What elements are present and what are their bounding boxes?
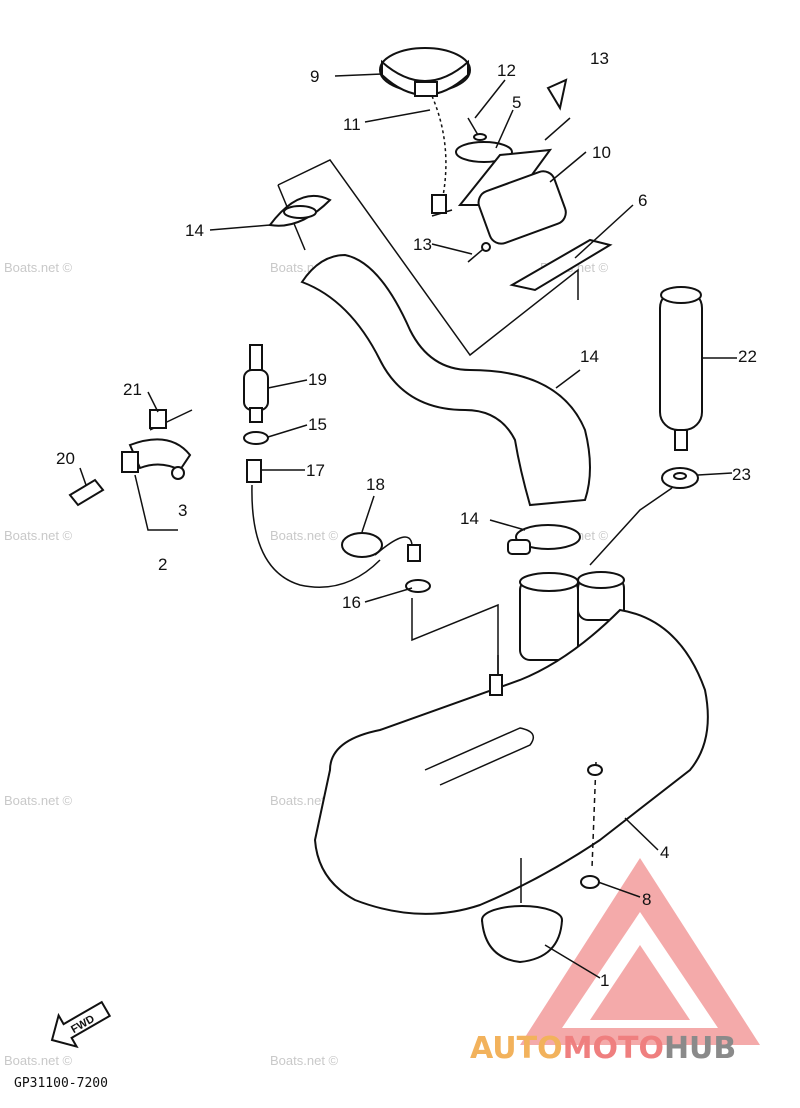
callout-5: 9 bbox=[310, 67, 319, 86]
clip-14-lower bbox=[405, 579, 431, 593]
tank-vent-fitting bbox=[577, 571, 625, 621]
tank-filler-pipe bbox=[519, 572, 579, 661]
callout-8: 12 bbox=[497, 61, 516, 80]
tank-recess bbox=[424, 727, 535, 786]
filler-hose bbox=[300, 253, 591, 507]
callout-9: 13 bbox=[413, 235, 432, 254]
callout-23: 23 bbox=[732, 465, 751, 484]
callout-14-lower: 16 bbox=[342, 593, 361, 612]
callout-4: 6 bbox=[638, 191, 647, 210]
hose-clamp-13-lower bbox=[507, 524, 581, 555]
hose-clamp-13-upper bbox=[268, 195, 332, 227]
hose-bracket-line bbox=[277, 159, 579, 357]
callout-10: 8 bbox=[642, 890, 651, 909]
watermark: Boats.net © bbox=[4, 260, 73, 275]
watermark: Boats.net © bbox=[270, 1053, 339, 1068]
grommet-23 bbox=[661, 467, 699, 489]
callout-15: 17 bbox=[306, 461, 325, 480]
callout-2: 4 bbox=[660, 843, 669, 862]
screw-8 bbox=[467, 117, 487, 141]
screw-11 bbox=[546, 78, 568, 111]
callout-12: 14 bbox=[580, 347, 599, 366]
brand-text: AUTOMOTOHUB bbox=[470, 1031, 736, 1066]
watermark: Boats.net © bbox=[270, 793, 339, 808]
access-cover bbox=[481, 858, 563, 964]
callout-20: 21 bbox=[123, 380, 142, 399]
hose-clamp-16 bbox=[341, 532, 383, 558]
callout-leaders bbox=[79, 73, 737, 979]
leader-line bbox=[544, 117, 571, 141]
callout-22: 22 bbox=[738, 347, 757, 366]
fwd-arrow: FWD bbox=[50, 1000, 112, 1049]
vent-hose bbox=[659, 286, 703, 451]
callout-labels: 9 11 12 5 13 10 6 13 14 14 22 19 21 15 2… bbox=[56, 49, 757, 990]
callout-17: 19 bbox=[308, 370, 327, 389]
callout-7: 11 bbox=[343, 115, 361, 134]
callout-13-upper: 14 bbox=[185, 221, 204, 240]
watermark: Boats.net © bbox=[4, 793, 73, 808]
fuel-cap bbox=[379, 47, 471, 97]
gasket-4 bbox=[509, 238, 613, 292]
watermark: Boats.net © bbox=[4, 528, 73, 543]
callout-13-lower: 14 bbox=[460, 509, 479, 528]
tank-nipple bbox=[489, 674, 503, 696]
logo-triangle-core bbox=[590, 945, 690, 1020]
leader-line bbox=[411, 598, 499, 680]
callout-19: 3 bbox=[178, 501, 187, 520]
callout-11: 13 bbox=[590, 49, 609, 68]
callout-14-upper: 15 bbox=[308, 415, 327, 434]
cap-chain bbox=[431, 95, 447, 214]
filler-neck bbox=[457, 148, 567, 245]
callout-18: 2 bbox=[158, 555, 167, 574]
drain-screw bbox=[580, 761, 603, 889]
callout-16: 18 bbox=[366, 475, 385, 494]
clip-14-upper bbox=[243, 431, 269, 445]
callout-1: 1 bbox=[600, 971, 609, 990]
fuel-line bbox=[246, 459, 421, 588]
leader-line bbox=[589, 487, 673, 566]
drawing-code: GP31100-7200 bbox=[14, 1076, 108, 1091]
watermark: Boats.net © bbox=[270, 528, 339, 543]
bolt-9 bbox=[467, 242, 491, 263]
callout-3: 5 bbox=[512, 93, 521, 112]
brand-logo: AUTOMOTOHUB bbox=[470, 858, 760, 1066]
callout-21: 20 bbox=[56, 449, 75, 468]
strainer-bracket bbox=[68, 409, 193, 531]
fuel-filter bbox=[243, 344, 269, 423]
callout-6: 10 bbox=[592, 143, 611, 162]
watermark: Boats.net © bbox=[4, 1053, 73, 1068]
fuel-tank bbox=[313, 608, 709, 915]
